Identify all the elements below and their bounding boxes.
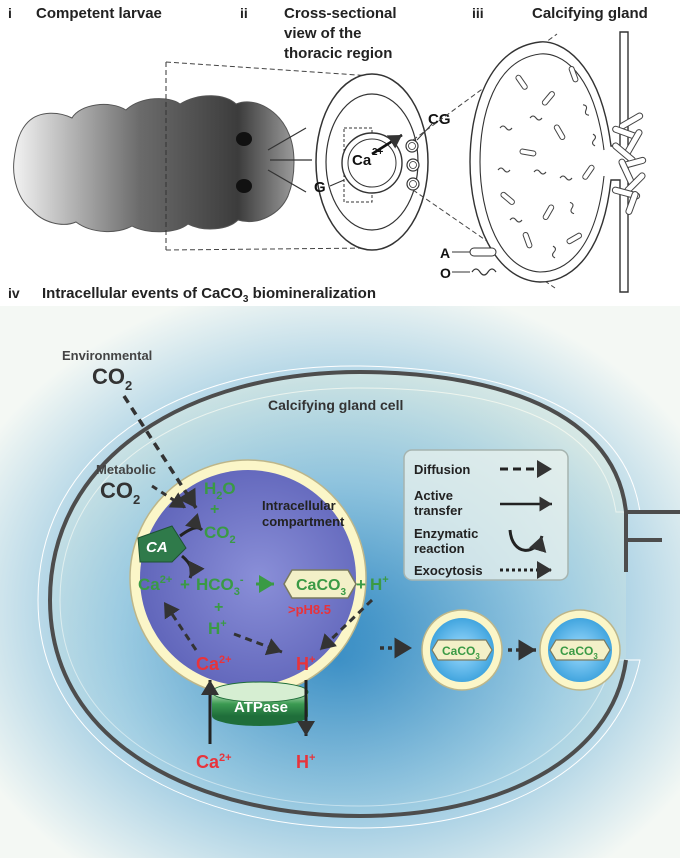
panel-i-numeral: i: [8, 5, 12, 21]
cross-section-ion-charge: 2+: [372, 147, 384, 158]
panel-ii-title-line2: view of the: [284, 25, 362, 42]
vesicle-1-crystal: [431, 639, 493, 661]
caco3-crystal: [283, 569, 357, 599]
carbonic-anhydrase-enzyme: [137, 525, 187, 563]
legend-diffusion-label: Diffusion: [414, 462, 470, 477]
plus-caco3-h: +: [356, 575, 366, 594]
plus-ca-hco3: +: [180, 575, 190, 594]
larva-illustration: [13, 62, 312, 250]
h-ion-from-bicarbonate: H+: [208, 618, 227, 638]
ph-condition: >pH8.5: [288, 602, 331, 617]
cross-section-ion: Ca: [352, 152, 372, 169]
legend-exocytosis-label: Exocytosis: [414, 563, 483, 578]
panel-ii-numeral: ii: [240, 5, 248, 21]
met-co2-diffusion-arrow: [151, 484, 187, 510]
legend-box: [403, 449, 569, 581]
cell-title: Calcifying gland cell: [268, 397, 403, 413]
plus-h-dissociation: +: [214, 599, 223, 616]
panel-i-title: Competent larvae: [36, 5, 162, 22]
metabolic-label: Metabolic: [96, 462, 156, 477]
vesicle-2-caco3-label: CaCO3: [560, 644, 598, 661]
enzymatic-reaction-arrow: [179, 513, 204, 538]
legend-enzymatic-arrow: [508, 529, 547, 553]
legend-active-line1: Active: [414, 488, 453, 503]
ca-ion-inside: Ca2+: [196, 654, 232, 674]
h-to-pump-diffusion-arrow: [233, 632, 283, 656]
panel-iii-numeral: iii: [472, 5, 484, 21]
ca-ion-in-compartment: Ca2+: [138, 574, 172, 594]
compartment-label-line2: compartment: [262, 514, 345, 529]
atpase-label: ATPase: [234, 699, 288, 716]
co2-label: CO2: [204, 523, 236, 546]
enzyme-label: CA: [146, 539, 168, 556]
calcifying-gland-illustration: [412, 31, 647, 293]
label-cg: CG: [428, 111, 451, 128]
bicarbonate-label: HCO3-: [196, 574, 244, 598]
vesicle-2-crystal: [549, 639, 611, 661]
plus-h2o-co2: +: [210, 501, 219, 518]
cross-section-illustration: [165, 61, 433, 251]
panel-ii-title-line1: Cross-sectional: [284, 5, 397, 22]
h-product-diffusion-arrow: [318, 598, 374, 652]
ca-to-reaction-diffusion-arrow: [162, 601, 198, 651]
h-ion-inside: H+: [296, 654, 315, 674]
vesicle-1-caco3-label: CaCO3: [442, 644, 480, 661]
panel-ii-title-line3: thoracic region: [284, 45, 392, 62]
legend-active-line2: transfer: [414, 503, 462, 518]
caco3-label: CaCO3: [296, 577, 346, 598]
panel-iii-title: Calcifying gland: [532, 5, 648, 22]
h2o-label: H2O: [204, 479, 236, 502]
environmental-co2: CO2: [92, 364, 132, 393]
legend-aragonite-label: A: [440, 245, 450, 261]
label-g: G: [314, 179, 326, 196]
legend-enzymatic-line2: reaction: [414, 541, 465, 556]
legend-organic-label: O: [440, 265, 451, 281]
h-ion-product: H+: [370, 574, 389, 594]
panel-iv-title: Intracellular events of CaCO3 biomineral…: [42, 285, 376, 305]
environmental-label: Environmental: [62, 348, 152, 363]
compartment-label-line1: Intracellular: [262, 498, 336, 513]
metabolic-co2: CO2: [100, 478, 140, 507]
h-ion-outside: H+: [296, 752, 315, 772]
panel-iv-numeral: iv: [8, 285, 20, 301]
ca-ion-outside: Ca2+: [196, 752, 232, 772]
legend-enzymatic-line1: Enzymatic: [414, 526, 478, 541]
